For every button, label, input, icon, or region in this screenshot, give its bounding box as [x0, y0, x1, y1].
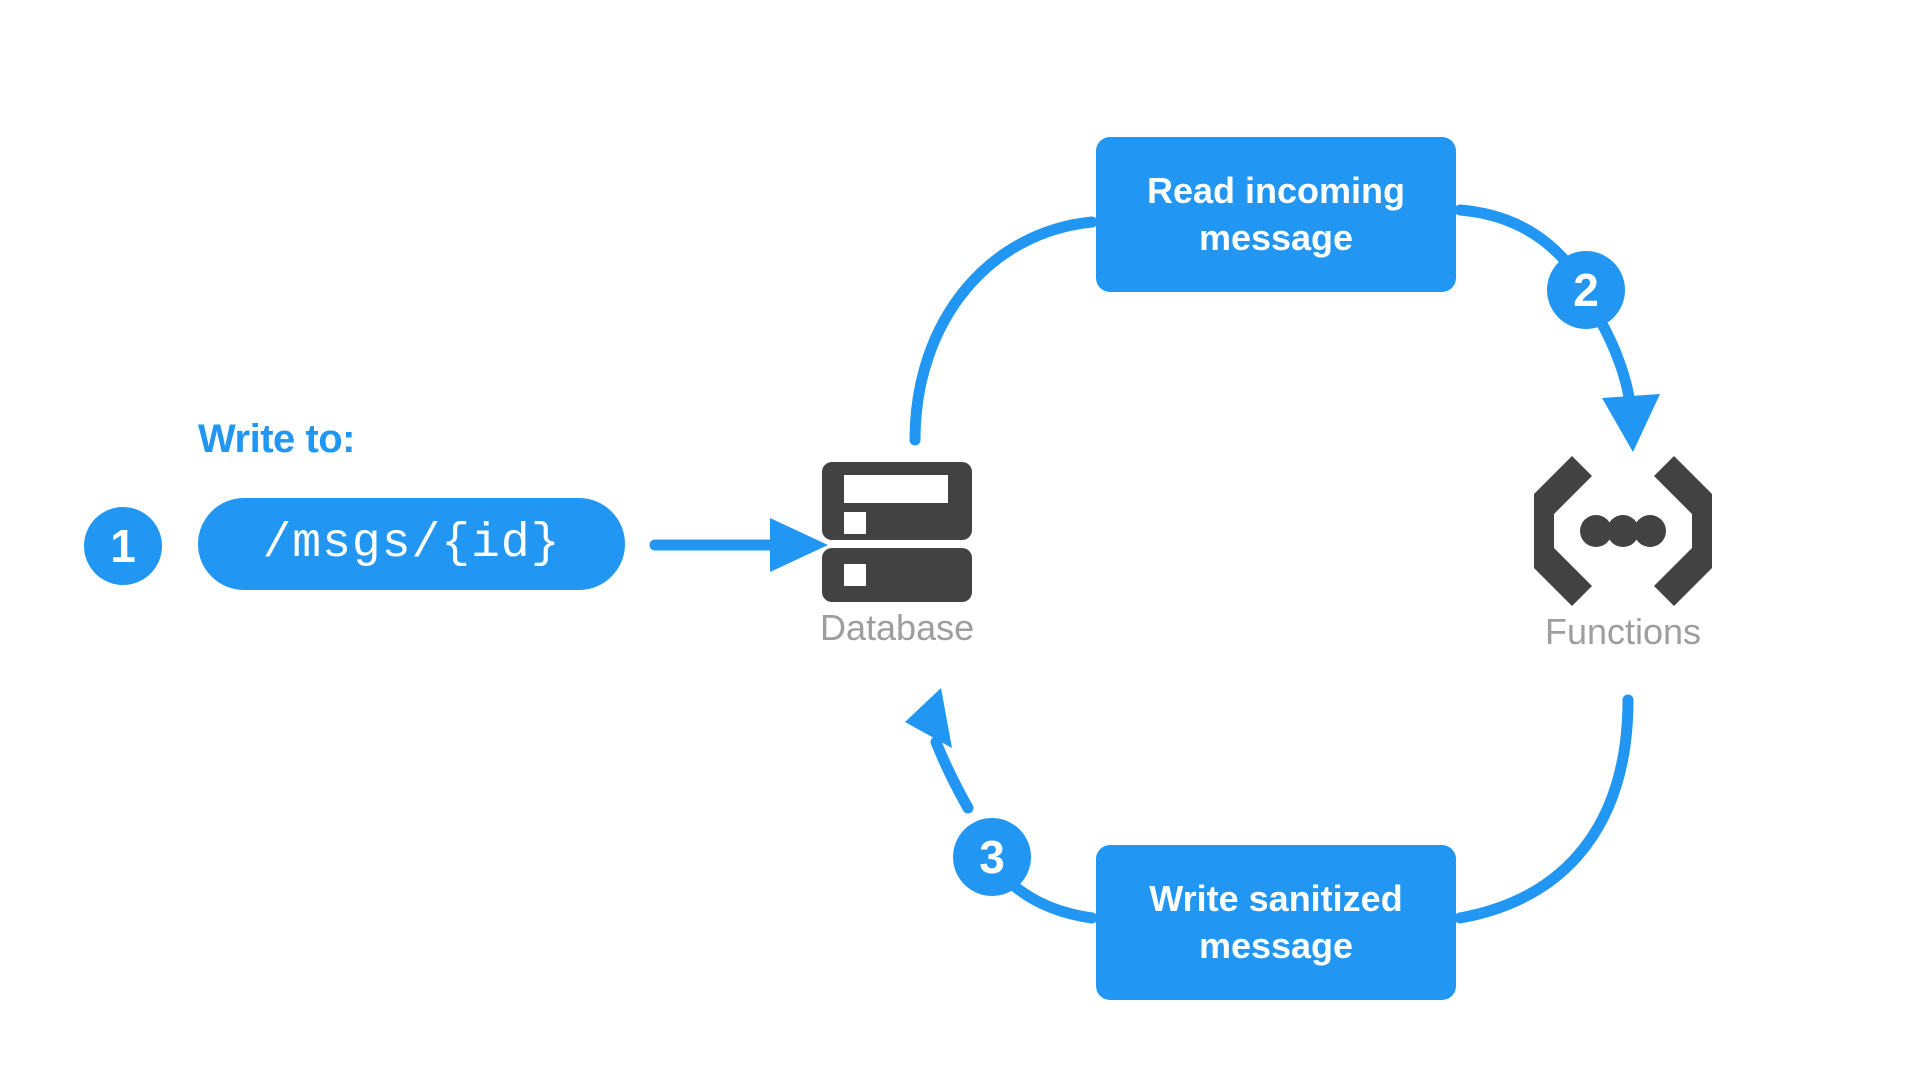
- node-functions[interactable]: Functions: [1528, 456, 1718, 650]
- database-led-bottom: [844, 564, 867, 586]
- step-badge-2: 2: [1547, 251, 1625, 329]
- write-sanitized-message-box[interactable]: Write sanitized message: [1096, 845, 1456, 1000]
- database-tier-bottom: [822, 548, 973, 602]
- functions-icon: [1534, 456, 1712, 606]
- read-box-to-functions-arrow: [1454, 204, 1660, 452]
- functions-to-write-box-curve: [1454, 694, 1634, 924]
- node-database[interactable]: Database: [820, 462, 974, 646]
- pill-to-database-arrow: [649, 518, 828, 572]
- write-sanitized-message-label: Write sanitized message: [1149, 878, 1403, 966]
- step-badge-1: 1: [84, 507, 162, 585]
- database-slot-bar: [844, 475, 949, 503]
- database-to-read-box-curve: [909, 216, 1098, 446]
- step-badge-3: 3: [953, 818, 1031, 896]
- write-to-label: Write to:: [198, 417, 355, 461]
- read-incoming-message-box[interactable]: Read incoming message: [1096, 137, 1456, 292]
- database-path-pill[interactable]: /msgs/{id}: [198, 498, 625, 590]
- database-path-value: /msgs/{id}: [262, 517, 561, 571]
- database-caption: Database: [820, 607, 975, 648]
- database-icon: [822, 462, 973, 602]
- database-tier-top: [822, 462, 973, 540]
- read-incoming-message-label: Read incoming message: [1146, 170, 1406, 258]
- functions-caption: Functions: [1544, 611, 1702, 652]
- database-led-top: [844, 512, 867, 534]
